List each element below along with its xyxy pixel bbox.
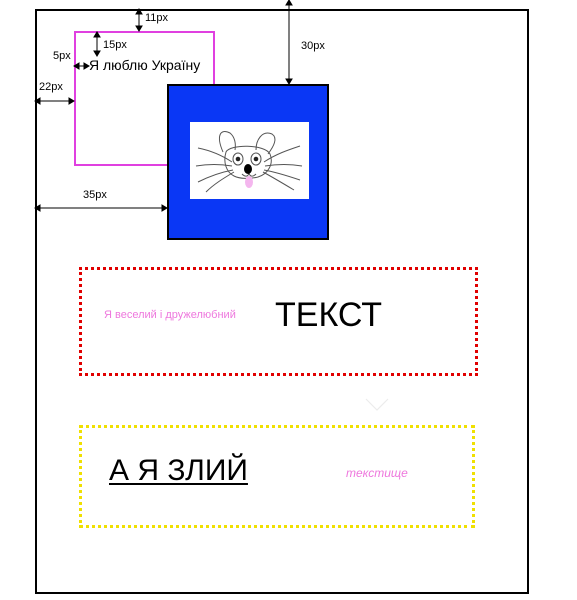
red-dotted-box bbox=[79, 267, 478, 376]
friendly-text: Я веселий і дружелюбний bbox=[104, 309, 236, 321]
dim-label-top: 11px bbox=[145, 12, 169, 24]
faint-triangle-icon bbox=[365, 398, 389, 411]
dim-label-blue-left: 35px bbox=[83, 189, 107, 201]
dim-label-inner-left: 5px bbox=[53, 50, 71, 62]
yellow-dotted-box bbox=[79, 425, 475, 528]
dim-label-blue-top: 30px bbox=[301, 40, 325, 52]
love-ukraine-text: Я люблю Україну bbox=[89, 57, 201, 73]
outer-frame bbox=[35, 9, 529, 594]
angry-text: А Я ЗЛИЙ bbox=[109, 454, 248, 487]
tekst-text: ТЕКСТ bbox=[275, 296, 383, 334]
dim-label-left: 22px bbox=[39, 81, 63, 93]
tekstyshche-text: текстище bbox=[346, 466, 408, 480]
dim-label-inner-top: 15px bbox=[103, 39, 127, 51]
cat-face-icon bbox=[195, 131, 303, 193]
cat-image bbox=[190, 122, 309, 199]
